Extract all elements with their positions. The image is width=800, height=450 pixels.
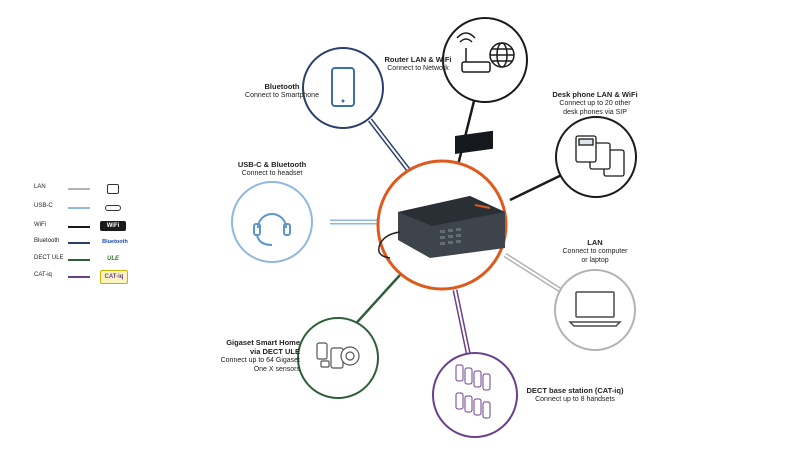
legend-line-cat-iq bbox=[68, 276, 90, 278]
smart-home-title-1: Gigaset Smart Home bbox=[226, 338, 300, 347]
lan-label: LAN Connect to computer or laptop bbox=[545, 238, 645, 265]
legend-icon-cat-iq: CAT-iq bbox=[100, 270, 128, 284]
handsets-icon bbox=[455, 364, 491, 419]
sensors-icon bbox=[316, 342, 360, 369]
desk-phone-subtitle-2: desk phones via SIP bbox=[563, 109, 627, 116]
smart-home-subtitle-2: One X sensors bbox=[253, 366, 300, 373]
lan-node-circle bbox=[554, 269, 636, 351]
dect-base-subtitle: Connect up to 8 handsets bbox=[535, 396, 615, 403]
bluetooth-node-circle bbox=[302, 47, 384, 129]
smart-home-label: Gigaset Smart Home via DECT ULE Connect … bbox=[200, 338, 300, 374]
usbc-title: USB-C & Bluetooth bbox=[237, 160, 307, 169]
legend-line-dect-ule bbox=[68, 259, 90, 261]
dect-base-title: DECT base station (CAT-iq) bbox=[526, 386, 624, 395]
legend-label-wifi: WiFi bbox=[34, 222, 46, 228]
legend-icon-bluetooth: Bluetooth bbox=[102, 239, 128, 245]
usbc-label: USB-C & Bluetooth Connect to headset bbox=[222, 160, 322, 178]
legend-icon-wifi: WiFi bbox=[100, 221, 126, 231]
bluetooth-subtitle: Connect to Smartphone bbox=[245, 92, 319, 99]
desk-phone-title: Desk phone LAN & WiFi bbox=[552, 90, 638, 99]
smartphone-icon bbox=[331, 67, 355, 107]
dect-base-node-circle bbox=[432, 352, 518, 438]
legend-label-bluetooth: Bluetooth bbox=[34, 238, 60, 244]
legend-label-cat-iq: CAT-iq bbox=[34, 272, 52, 278]
legend-icon-lan bbox=[107, 184, 119, 194]
legend-label-lan: LAN bbox=[34, 184, 46, 190]
lan-subtitle-1: Connect to computer bbox=[562, 248, 628, 255]
usbc-node-circle bbox=[231, 181, 313, 263]
desk-phones-icon bbox=[575, 135, 625, 177]
legend-icon-ule: ULE bbox=[107, 256, 119, 262]
smart-home-subtitle-1: Connect up to 64 Gigaset bbox=[220, 357, 300, 364]
legend-label-usbc: USB-C bbox=[34, 203, 53, 209]
router-title: Router LAN & WiFi bbox=[384, 55, 452, 64]
dect-base-label: DECT base station (CAT-iq) Connect up to… bbox=[515, 386, 635, 404]
legend-line-bluetooth bbox=[68, 242, 90, 244]
connector-dect-ule bbox=[349, 274, 401, 331]
lan-title: LAN bbox=[587, 238, 603, 247]
router-label: Router LAN & WiFi Connect to Network bbox=[368, 55, 468, 73]
legend-line-lan bbox=[68, 188, 90, 190]
connector-cat-iq bbox=[452, 289, 473, 363]
smart-home-title-2: via DECT ULE bbox=[249, 347, 300, 356]
router-subtitle: Connect to Network bbox=[387, 65, 449, 72]
bluetooth-title: Bluetooth bbox=[264, 82, 300, 91]
legend-label-dect-ule: DECT ULE bbox=[34, 255, 64, 261]
legend-line-usbc bbox=[68, 207, 90, 209]
legend-line-wifi bbox=[68, 226, 90, 228]
usbc-subtitle: Connect to headset bbox=[241, 170, 303, 177]
legend-icon-usbc bbox=[105, 205, 121, 211]
headset-icon bbox=[253, 213, 291, 246]
desk-phone-label: Desk phone LAN & WiFi Connect up to 20 o… bbox=[540, 90, 650, 117]
desk-phone-subtitle-1: Connect up to 20 other bbox=[559, 100, 631, 107]
connector-lan bbox=[503, 252, 562, 293]
lan-subtitle-2: or laptop bbox=[581, 257, 609, 264]
laptop-icon bbox=[568, 291, 622, 327]
router-globe-icon bbox=[456, 32, 515, 73]
bluetooth-label: Bluetooth Connect to Smartphone bbox=[232, 82, 332, 100]
desk-phone-product-icon bbox=[378, 130, 505, 259]
